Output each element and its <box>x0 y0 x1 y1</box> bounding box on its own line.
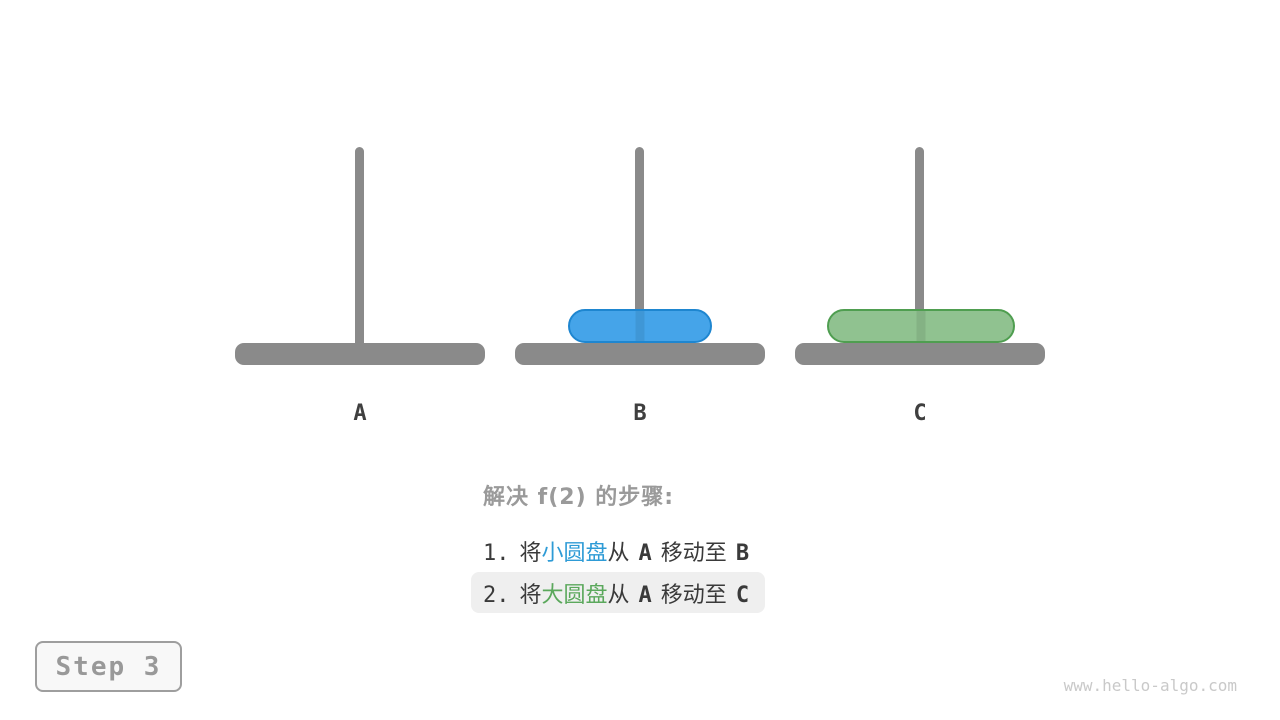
step-1-number: 1. <box>483 541 510 566</box>
step-1-to-peg: B <box>735 541 750 566</box>
step-1-mid: 从 <box>607 541 630 566</box>
step-2-mid: 从 <box>607 582 630 608</box>
step-1-from-peg: A <box>638 541 652 566</box>
peg-a-base <box>235 343 485 365</box>
small-disk <box>568 309 712 343</box>
step-1-disk-word: 小圆盘 <box>541 541 608 566</box>
step-2-move: 移动至 <box>660 582 727 608</box>
step-1-pre: 将 <box>519 541 542 566</box>
watermark: www.hello-algo.com <box>1063 676 1237 695</box>
peg-b-pole <box>635 147 644 359</box>
caption-heading: 解决 f(2) 的步骤: <box>483 485 675 510</box>
peg-c-base <box>795 343 1045 365</box>
step-2-to-peg: C <box>735 582 750 608</box>
peg-c-label: C <box>913 401 927 426</box>
step-badge: Step 3 <box>35 641 182 692</box>
peg-b-label: B <box>633 401 647 426</box>
step-2-disk-word: 大圆盘 <box>541 582 608 608</box>
peg-b-base <box>515 343 765 365</box>
step-2-pre: 将 <box>519 582 542 608</box>
peg-a-pole <box>355 147 364 359</box>
step-2-number: 2. <box>483 582 510 608</box>
step-1-move: 移动至 <box>660 541 727 566</box>
peg-c-pole <box>915 147 924 359</box>
large-disk <box>827 309 1015 343</box>
step-2-from-peg: A <box>638 582 652 608</box>
peg-a-label: A <box>353 401 367 426</box>
